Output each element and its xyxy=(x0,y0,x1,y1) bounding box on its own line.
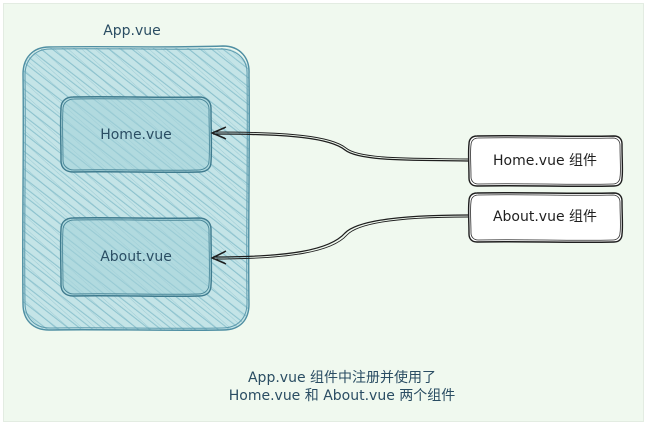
caption-line-1: App.vue 组件中注册并使用了 xyxy=(247,370,437,386)
about-component-box xyxy=(467,192,624,243)
home-component-label: Home.vue 组件 xyxy=(492,153,598,169)
home-slot-box xyxy=(59,96,213,173)
home-arrow xyxy=(210,126,469,162)
caption-line-2: Home.vue 和 About.vue 两个组件 xyxy=(228,388,456,404)
app-container-label: App.vue xyxy=(103,23,161,39)
home-component-box xyxy=(467,135,624,187)
about-arrow xyxy=(210,214,469,265)
about-slot-box xyxy=(59,217,213,297)
about-component-label: About.vue 组件 xyxy=(492,209,598,225)
diagram-caption: App.vue 组件中注册并使用了 Home.vue 和 About.vue 两… xyxy=(229,369,456,405)
home-slot-label: Home.vue xyxy=(100,127,172,143)
about-slot-label: About.vue xyxy=(100,249,172,265)
